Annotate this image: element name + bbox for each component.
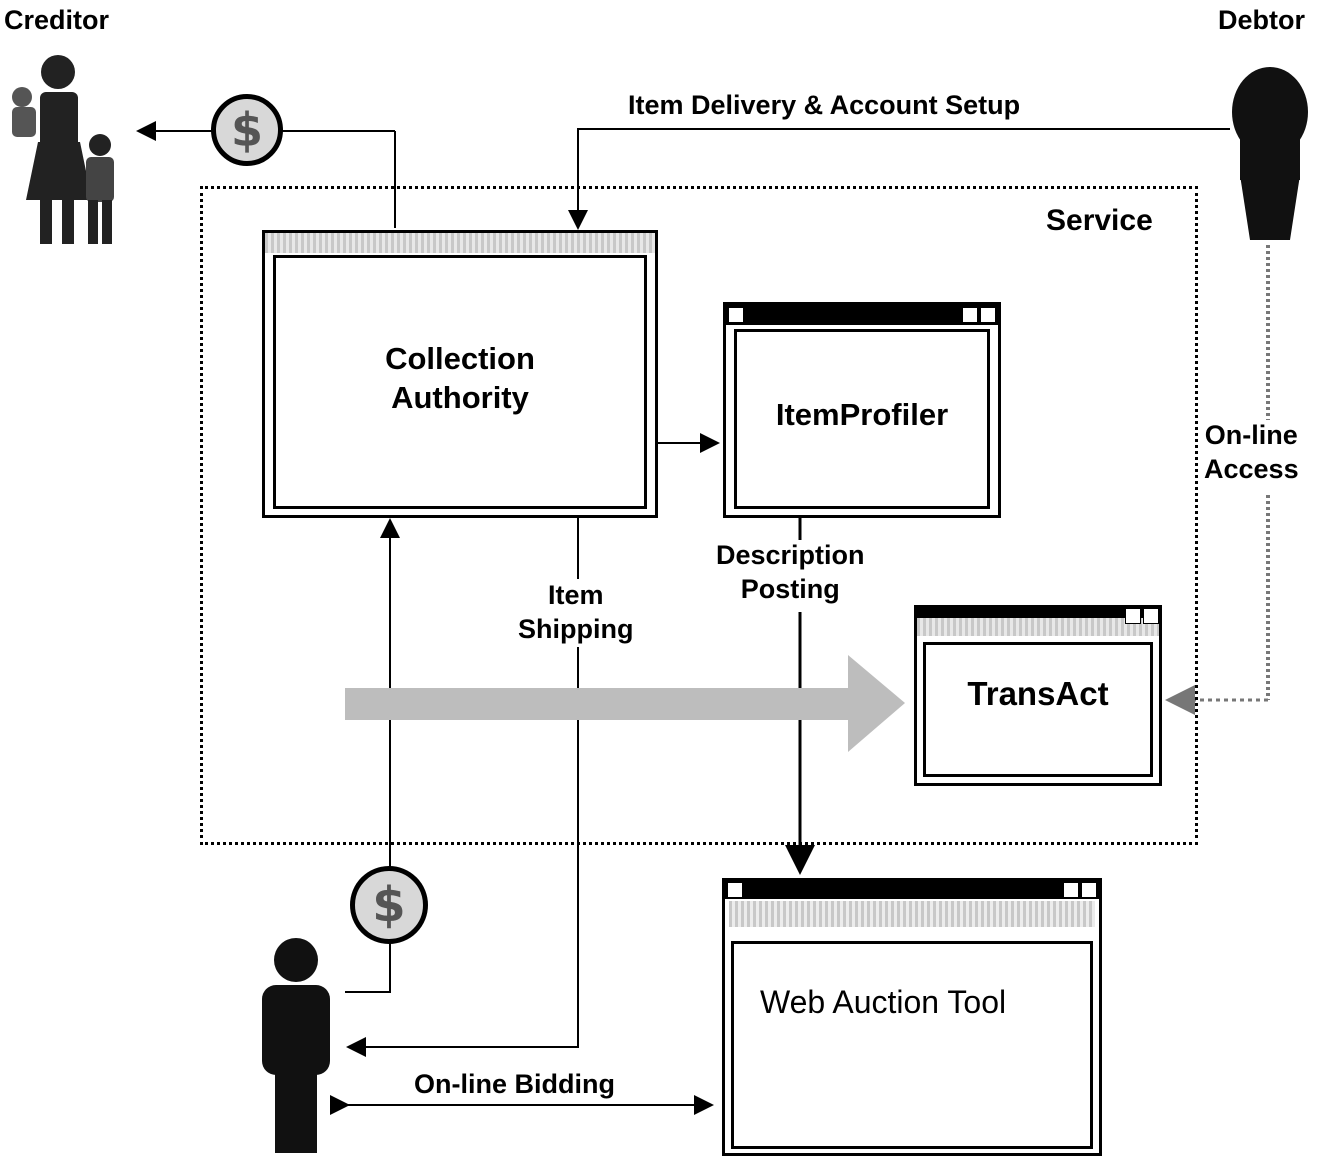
item-profiler-menu-icon: [728, 307, 744, 323]
transact-panel: TransAct: [923, 642, 1153, 777]
collection-authority-panel: Collection Authority: [273, 255, 647, 509]
dollar-icon-creditor: $: [211, 94, 283, 166]
web-auction-minimize-icon[interactable]: [1063, 882, 1079, 898]
item-profiler-window[interactable]: ItemProfiler: [723, 302, 1001, 518]
item-profiler-close-icon[interactable]: [980, 307, 996, 323]
transact-label: TransAct: [967, 675, 1109, 712]
collection-authority-window[interactable]: Collection Authority: [262, 230, 658, 518]
item-profiler-titlebar: [726, 305, 998, 325]
transact-window[interactable]: TransAct: [914, 605, 1162, 786]
online-access-label: On-line Access: [1204, 420, 1299, 484]
web-auction-panel: Web Auction Tool: [731, 941, 1093, 1149]
web-auction-tool-label: Web Auction Tool: [760, 984, 1007, 1020]
item-profiler-label: ItemProfiler: [775, 397, 949, 432]
collection-authority-titlebar: [265, 233, 655, 253]
debtor-label: Debtor: [1218, 5, 1305, 35]
flow-arrow-head: [848, 655, 905, 752]
item-profiler-panel: ItemProfiler: [734, 329, 990, 509]
web-auction-close-icon[interactable]: [1081, 882, 1097, 898]
item-delivery-label: Item Delivery & Account Setup: [628, 90, 1021, 120]
dollar-icon-bidder: $: [350, 866, 428, 944]
bidder-figure-icon: [262, 938, 330, 1153]
flow-arrow-shaft: [345, 688, 850, 720]
web-auction-tool-window[interactable]: Web Auction Tool: [722, 878, 1102, 1156]
description-posting-label: Description Posting: [716, 540, 865, 604]
service-label: Service: [1046, 204, 1153, 237]
transact-titlebar: [917, 608, 1159, 636]
service-container: [200, 186, 1198, 845]
item-profiler-minimize-icon[interactable]: [962, 307, 978, 323]
web-auction-menu-icon: [727, 882, 743, 898]
transact-close-icon[interactable]: [1143, 608, 1159, 624]
transact-minimize-icon[interactable]: [1125, 608, 1141, 624]
collection-authority-label: Collection Authority: [385, 341, 535, 415]
debtor-figure-icon: [1232, 67, 1308, 240]
item-shipping-label: Item Shipping: [518, 579, 634, 647]
online-bidding-label: On-line Bidding: [414, 1069, 615, 1099]
item-delivery-line: [568, 128, 1230, 230]
web-auction-toolbar: [729, 901, 1095, 927]
web-auction-titlebar: [725, 881, 1099, 899]
bidder-payment-line: [345, 518, 400, 993]
creditor-figure-icon: [12, 55, 114, 244]
creditor-label: Creditor: [4, 5, 110, 35]
